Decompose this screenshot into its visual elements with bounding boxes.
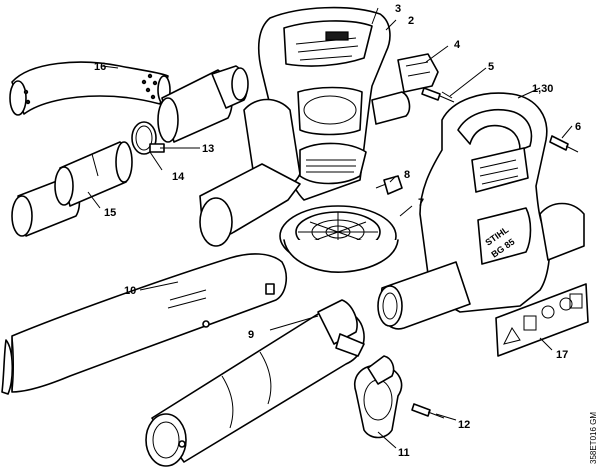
callout-6: 6: [575, 121, 581, 133]
nozzle-clamp-part: [353, 355, 403, 439]
screw-part-5: [421, 87, 455, 103]
callout-11: 11: [398, 447, 410, 459]
intake-grille-part: [279, 205, 399, 273]
warning-triangle-icon: [503, 327, 521, 345]
tube-part-15: [11, 141, 133, 237]
upper-housing-part: [199, 6, 411, 247]
callout-1-30: 1,30: [532, 83, 553, 95]
callout-12: 12: [458, 419, 470, 431]
motor-housing-part: STIHL BG 85: [377, 92, 585, 330]
elbow-tube-part: [9, 61, 171, 116]
callout-8: 8: [404, 169, 410, 181]
callout-9: 9: [248, 329, 254, 341]
screw-part-12: [411, 403, 445, 419]
drawing-number: 358ET016 GM: [589, 412, 598, 464]
callout-5: 5: [488, 61, 494, 73]
callout-7: 7: [418, 197, 424, 209]
leader-lines: [87, 7, 573, 449]
callout-3: 3: [395, 3, 401, 15]
clip-part: [397, 53, 439, 93]
flat-nozzle-part: [1, 253, 288, 395]
screw-part-6: [549, 135, 579, 153]
callout-4: 4: [454, 39, 461, 51]
callout-2: 2: [408, 15, 414, 27]
round-nozzle-part: [145, 299, 365, 467]
callout-17: 17: [556, 349, 568, 361]
callout-13: 13: [202, 143, 214, 155]
warning-label-part: [495, 283, 589, 357]
callout-10: 10: [124, 285, 136, 297]
callout-15: 15: [104, 207, 116, 219]
latch-part: [375, 175, 403, 195]
callout-14: 14: [172, 171, 185, 183]
reducer-tube-part: [157, 65, 249, 143]
callout-16: 16: [94, 61, 106, 73]
hose-clamp-part: [131, 121, 165, 155]
